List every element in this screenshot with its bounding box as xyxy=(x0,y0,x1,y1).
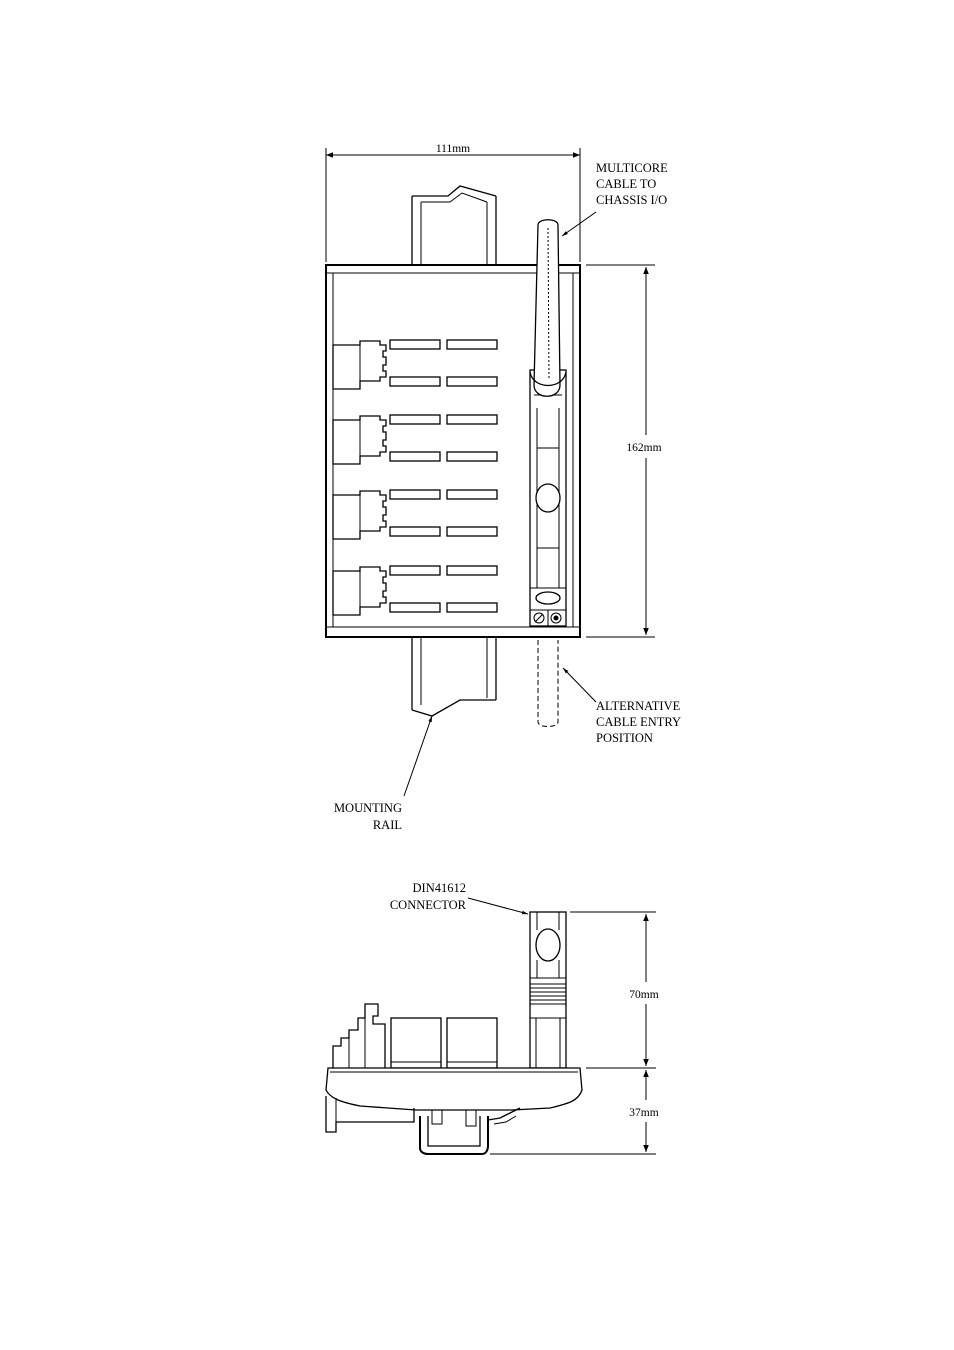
terminal-blocks-side xyxy=(333,1004,497,1068)
height-dimension: 162mm xyxy=(586,265,662,637)
width-dimension-label: 111mm xyxy=(436,143,470,155)
callout-alternative-entry: ALTERNATIVE CABLE ENTRY POSITION xyxy=(563,668,681,745)
mounting-rail-label-line-1: MOUNTING xyxy=(334,801,402,815)
height-dimension-label: 162mm xyxy=(626,442,661,454)
terminal-group xyxy=(333,340,497,389)
mounting-rail-bottom xyxy=(412,638,496,716)
callout-din-connector: DIN41612 CONNECTOR xyxy=(390,881,528,914)
alternative-cable-dashed xyxy=(538,640,558,727)
terminal-group xyxy=(333,490,497,539)
din-connector-plan xyxy=(530,370,566,626)
base-height-label: 37mm xyxy=(629,1107,658,1119)
mounting-rail-top xyxy=(412,186,496,265)
multicore-label-line-1: MULTICORE xyxy=(596,161,668,175)
alternative-label-line-3: POSITION xyxy=(596,731,653,745)
multicore-label-line-2: CABLE TO xyxy=(596,177,656,191)
alternative-label-line-1: ALTERNATIVE xyxy=(596,699,681,713)
connector-height-label: 70mm xyxy=(629,989,658,1001)
din-connector-side xyxy=(530,912,566,1068)
side-view: DIN41612 CONNECTOR xyxy=(326,881,659,1154)
plan-view: 111mm xyxy=(326,143,681,832)
terminal-group xyxy=(333,415,497,464)
mounting-rail-label-line-2: RAIL xyxy=(373,818,402,832)
callout-mounting-rail: MOUNTING RAIL xyxy=(334,716,432,832)
alternative-label-line-2: CABLE ENTRY xyxy=(596,715,681,729)
din-label-line-1: DIN41612 xyxy=(413,881,466,895)
din-label-line-2: CONNECTOR xyxy=(390,898,467,912)
multicore-label-line-3: CHASSIS I/O xyxy=(596,193,667,207)
connector-height-dimension: 70mm xyxy=(570,912,659,1066)
terminal-group xyxy=(333,566,497,615)
terminal-groups xyxy=(333,340,497,615)
base-housing xyxy=(326,1068,582,1110)
callout-multicore: MULTICORE CABLE TO CHASSIS I/O xyxy=(562,161,668,236)
